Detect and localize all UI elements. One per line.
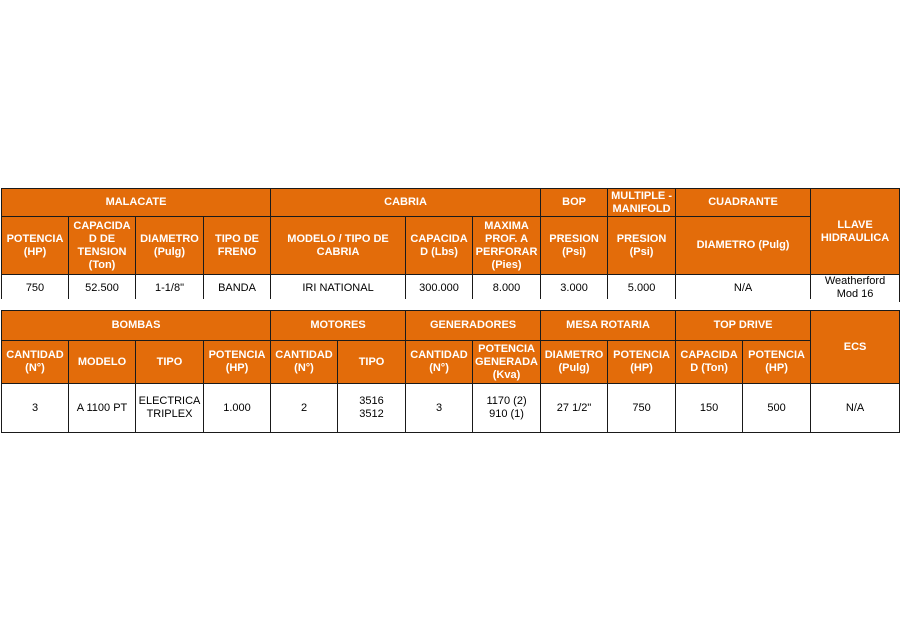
header-potencia: POTENCIA (HP) <box>1 216 69 275</box>
group-generadores: GENERADORES <box>405 310 542 341</box>
header-tipo-motores: TIPO <box>337 340 407 384</box>
header-presion-multiple: PRESION (Psi) <box>607 216 677 275</box>
value-cantidad-motores: 2 <box>270 383 339 433</box>
header-presion-bop: PRESION (Psi) <box>540 216 609 275</box>
value-ecs: N/A <box>810 383 900 433</box>
value-potencia-generada: 1170 (2) 910 (1) <box>472 383 542 433</box>
header-capacidad-lbs: CAPACIDA D (Lbs) <box>405 216 474 275</box>
value-presion-bop: 3.000 <box>540 274 609 302</box>
value-llave-hidraulica: Weatherford Mod 16 <box>810 274 900 302</box>
header-modelo-cabria: MODELO / TIPO DE CABRIA <box>270 216 407 275</box>
value-capacidad-tension: 52.500 <box>68 274 136 302</box>
value-potencia-mesa: 750 <box>607 383 677 433</box>
header-cantidad-generadores: CANTIDAD (N°) <box>405 340 474 384</box>
group-top-drive: TOP DRIVE <box>675 310 812 341</box>
value-tipo-freno: BANDA <box>202 274 272 302</box>
group-motores: MOTORES <box>270 310 407 341</box>
group-multiple-manifold: MULTIPLE - MANIFOLD <box>607 188 677 217</box>
equipment-table-2: BOMBAS MOTORES GENERADORES MESA ROTARIA … <box>0 310 900 433</box>
header-cantidad-bombas: CANTIDAD (N°) <box>1 340 69 384</box>
group-bombas: BOMBAS <box>0 310 272 341</box>
value-tipo-motores: 3516 3512 <box>337 383 407 433</box>
header-potencia-mesa: POTENCIA (HP) <box>607 340 677 384</box>
group-llave-hidraulica: LLAVE HIDRAULICA <box>810 188 900 275</box>
value-tipo-bombas: ELECTRICA TRIPLEX <box>135 383 204 433</box>
header-capacidad-tension: CAPACIDA D DE TENSION (Ton) <box>68 216 136 275</box>
header-capacidad-topdrive: CAPACIDA D (Ton) <box>675 340 744 384</box>
group-ecs: ECS <box>810 310 900 384</box>
group-cabria: CABRIA <box>270 188 542 217</box>
value-potencia-bombas: 1.000 <box>202 383 272 433</box>
value-capacidad-lbs: 300.000 <box>405 274 474 302</box>
value-cantidad-bombas: 3 <box>1 383 69 433</box>
header-diametro-cuadrante: DIAMETRO (Pulg) <box>675 216 812 275</box>
header-diametro: DIAMETRO (Pulg) <box>135 216 204 275</box>
group-cuadrante: CUADRANTE <box>675 188 812 217</box>
value-potencia: 750 <box>1 274 69 302</box>
value-diametro-cuadrante: N/A <box>675 274 812 302</box>
value-capacidad-topdrive: 150 <box>675 383 744 433</box>
header-potencia-generada: POTENCIA GENERADA (Kva) <box>472 340 542 384</box>
value-potencia-topdrive: 500 <box>742 383 812 433</box>
value-modelo: A 1100 PT <box>68 383 136 433</box>
header-cantidad-motores: CANTIDAD (N°) <box>270 340 339 384</box>
header-potencia-topdrive: POTENCIA (HP) <box>742 340 812 384</box>
group-mesa-rotaria: MESA ROTARIA <box>540 310 677 341</box>
header-potencia-bombas: POTENCIA (HP) <box>202 340 272 384</box>
value-cantidad-generadores: 3 <box>405 383 474 433</box>
value-modelo-cabria: IRI NATIONAL <box>270 274 407 302</box>
header-diametro-mesa: DIAMETRO (Pulg) <box>540 340 609 384</box>
header-modelo: MODELO <box>68 340 136 384</box>
value-diametro: 1-1/8" <box>135 274 204 302</box>
value-presion-multiple: 5.000 <box>607 274 677 302</box>
table-spacer <box>1 299 899 310</box>
header-tipo-bombas: TIPO <box>135 340 204 384</box>
value-diametro-mesa: 27 1/2" <box>540 383 609 433</box>
equipment-table-1: MALACATE CABRIA BOP MULTIPLE - MANIFOLD … <box>0 188 900 302</box>
header-maxima-prof: MAXIMA PROF. A PERFORAR (Pies) <box>472 216 542 275</box>
header-tipo-freno: TIPO DE FRENO <box>202 216 272 275</box>
group-bop: BOP <box>540 188 609 217</box>
group-malacate: MALACATE <box>0 188 272 217</box>
value-maxima-prof: 8.000 <box>472 274 542 302</box>
